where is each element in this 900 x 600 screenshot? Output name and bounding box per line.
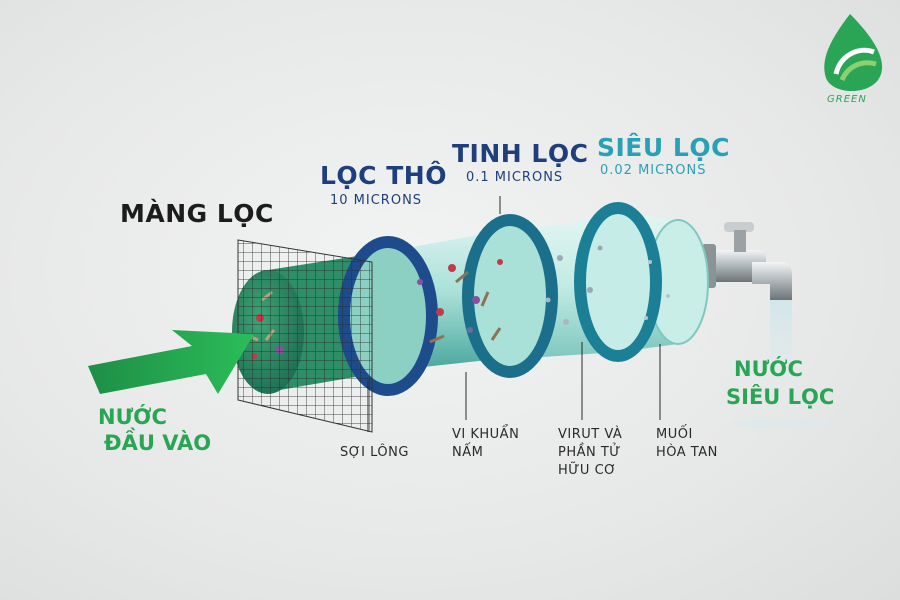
particles <box>417 245 670 344</box>
stage-fine-subtitle: 0.1 MICRONS <box>466 170 564 185</box>
water-stream <box>770 300 792 422</box>
ring-ultra <box>574 202 662 362</box>
mesh-net <box>237 239 373 433</box>
removed-fibers-label: SỢI LÔNG <box>340 445 409 460</box>
water-splash <box>731 419 831 429</box>
stage-fine-title: TINH LỌC <box>452 139 589 168</box>
green-logo-icon <box>824 14 883 92</box>
output-label-line1: NƯỚC <box>734 357 803 381</box>
stage-coarse-title: LỌC THÔ <box>320 161 447 190</box>
leader-lines <box>367 196 661 432</box>
faucet-icon <box>698 222 792 300</box>
removed-salts-line1: MUỐI <box>656 427 693 442</box>
logo-text: GREEN <box>827 94 867 105</box>
removed-salts-line2: HÒA TAN <box>656 445 718 460</box>
input-arrow-icon <box>88 330 254 394</box>
removed-bacteria-line2: NẤM <box>452 445 484 460</box>
removed-virus-line3: HỮU CƠ <box>558 463 617 478</box>
stage-mesh-title: MÀNG LỌC <box>120 199 274 228</box>
stage-coarse-subtitle: 10 MICRONS <box>330 193 423 208</box>
stage-ultra-subtitle: 0.02 MICRONS <box>600 163 707 178</box>
output-label-line2: SIÊU LỌC <box>726 385 835 409</box>
input-label-line1: NƯỚC <box>98 405 167 429</box>
stage-ultra-title: SIÊU LỌC <box>597 133 730 162</box>
removed-bacteria-line1: VI KHUẨN <box>452 427 520 442</box>
input-label-line2: ĐẦU VÀO <box>104 431 212 455</box>
ring-fine <box>462 214 558 378</box>
removed-virus-line2: PHẦN TỬ <box>558 445 621 460</box>
removed-virus-line1: VIRUT VÀ <box>558 427 623 442</box>
